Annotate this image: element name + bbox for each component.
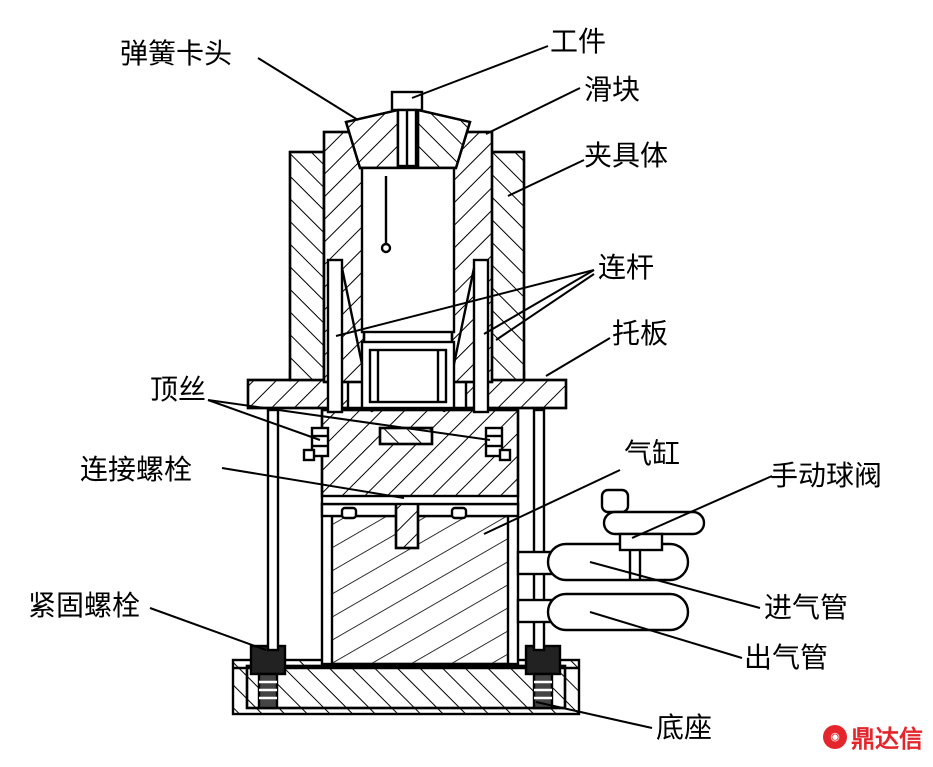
label-cylinder: 气缸 [624,437,681,470]
manual-ball-valve-shape [600,488,706,552]
set-screw-right [484,426,512,462]
leader-lines [149,45,773,729]
fastening-bolt-right [524,644,562,710]
watermark-text: 鼎达信 [851,725,923,753]
watermark: ◉ 鼎达信 [823,719,923,754]
cylinder-shape [320,502,520,666]
base-shape [231,658,581,716]
outlet-pipe-shape [516,592,690,632]
label-connecting-bolt: 连接螺栓 [80,453,193,486]
set-screw-left [302,426,330,462]
label-workpiece: 工件 [550,25,607,58]
watermark-logo-icon: ◉ [823,724,847,749]
label-inlet-pipe: 进气管 [764,591,849,624]
label-set-screw: 顶丝 [150,373,207,406]
label-base: 底座 [656,711,713,744]
label-manual-ball-valve: 手动球阀 [770,459,883,492]
label-fixture-body: 夹具体 [584,139,669,172]
label-fastening-bolt: 紧固螺栓 [28,589,141,622]
label-support-plate: 托板 [612,317,669,350]
label-link-rod: 连杆 [598,251,655,284]
label-collet: 弹簧卡头 [120,37,233,70]
label-outlet-pipe: 出气管 [744,641,829,674]
inlet-pipe-shape [516,542,690,582]
label-slider: 滑块 [584,73,641,106]
collet-shape [344,108,472,170]
fastening-bolt-left [249,644,287,710]
